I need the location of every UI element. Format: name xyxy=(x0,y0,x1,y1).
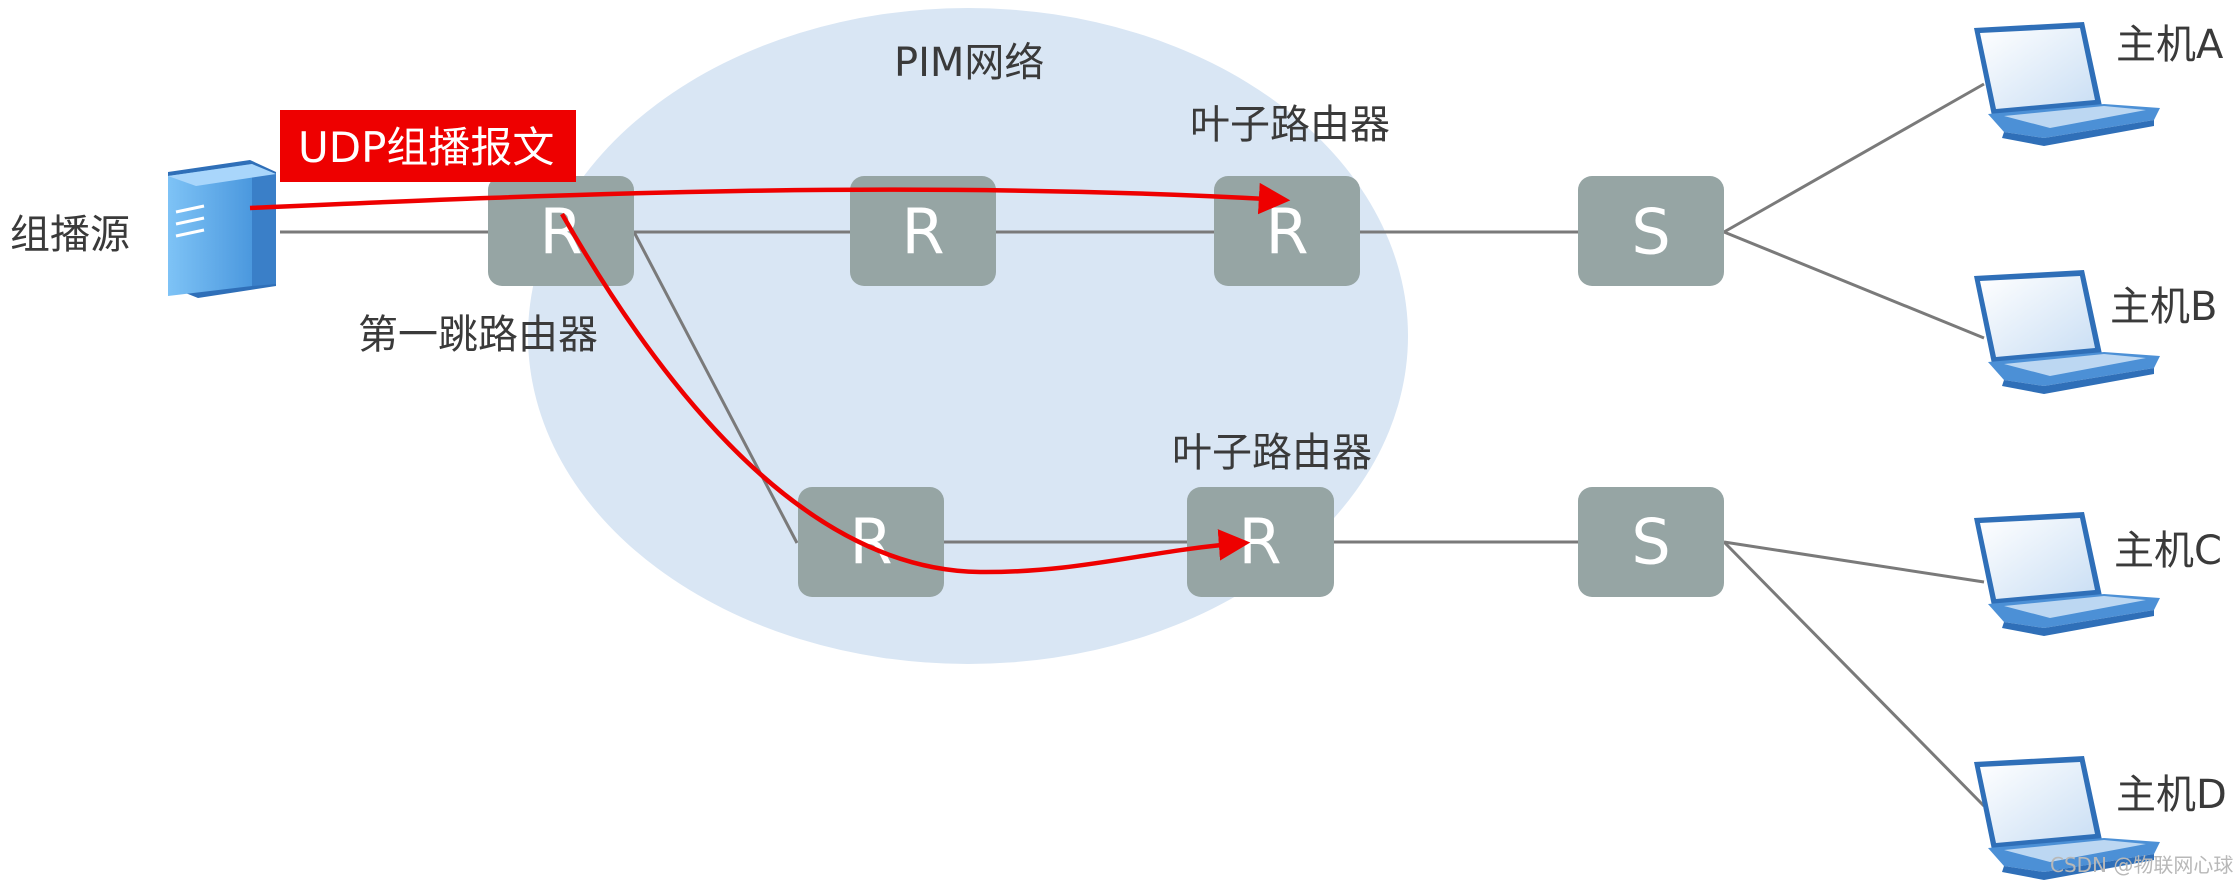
router-letter: R xyxy=(1265,196,1308,269)
router-leaf-top: R xyxy=(1214,176,1360,286)
router-letter: R xyxy=(901,196,944,269)
links xyxy=(280,82,1986,808)
flow-arrow-top xyxy=(249,182,1291,215)
router-middle-top: R xyxy=(850,176,996,286)
switch-bottom: S xyxy=(1578,487,1724,597)
router-middle-bottom: R xyxy=(798,487,944,597)
link-s1-hostA xyxy=(1723,82,1985,234)
first-hop-label: 第一跳路由器 xyxy=(358,312,598,358)
link-r1-r4 xyxy=(632,231,799,544)
flow-arrow-bottom xyxy=(560,212,1251,575)
switch-top: S xyxy=(1578,176,1724,286)
router-first-hop: R xyxy=(488,176,634,286)
source-label: 组播源 xyxy=(10,212,130,258)
host-label-c: 主机C xyxy=(2114,528,2222,574)
network-label: PIM网络 xyxy=(894,40,1044,86)
link-s2-hostC xyxy=(1723,540,1985,584)
switch-letter: S xyxy=(1631,196,1670,269)
packet-label-box xyxy=(280,110,576,182)
leaf-label-bottom: 叶子路由器 xyxy=(1172,430,1372,476)
host-label-d: 主机D xyxy=(2116,772,2227,818)
link-s2-hostD xyxy=(1722,540,1986,808)
link-s1-hostB xyxy=(1723,230,1985,340)
router-letter: R xyxy=(539,196,582,269)
server-icon xyxy=(168,160,276,298)
host-label-a: 主机A xyxy=(2116,22,2224,68)
leaf-label-top: 叶子路由器 xyxy=(1190,102,1390,148)
host-label-b: 主机B xyxy=(2110,284,2217,330)
switch-letter: S xyxy=(1631,506,1670,579)
watermark: CSDN @物联网心球 xyxy=(2050,853,2233,877)
router-letter: R xyxy=(1238,506,1281,579)
router-leaf-bottom: R xyxy=(1187,487,1334,597)
packet-label: UDP组播报文 xyxy=(298,123,554,172)
